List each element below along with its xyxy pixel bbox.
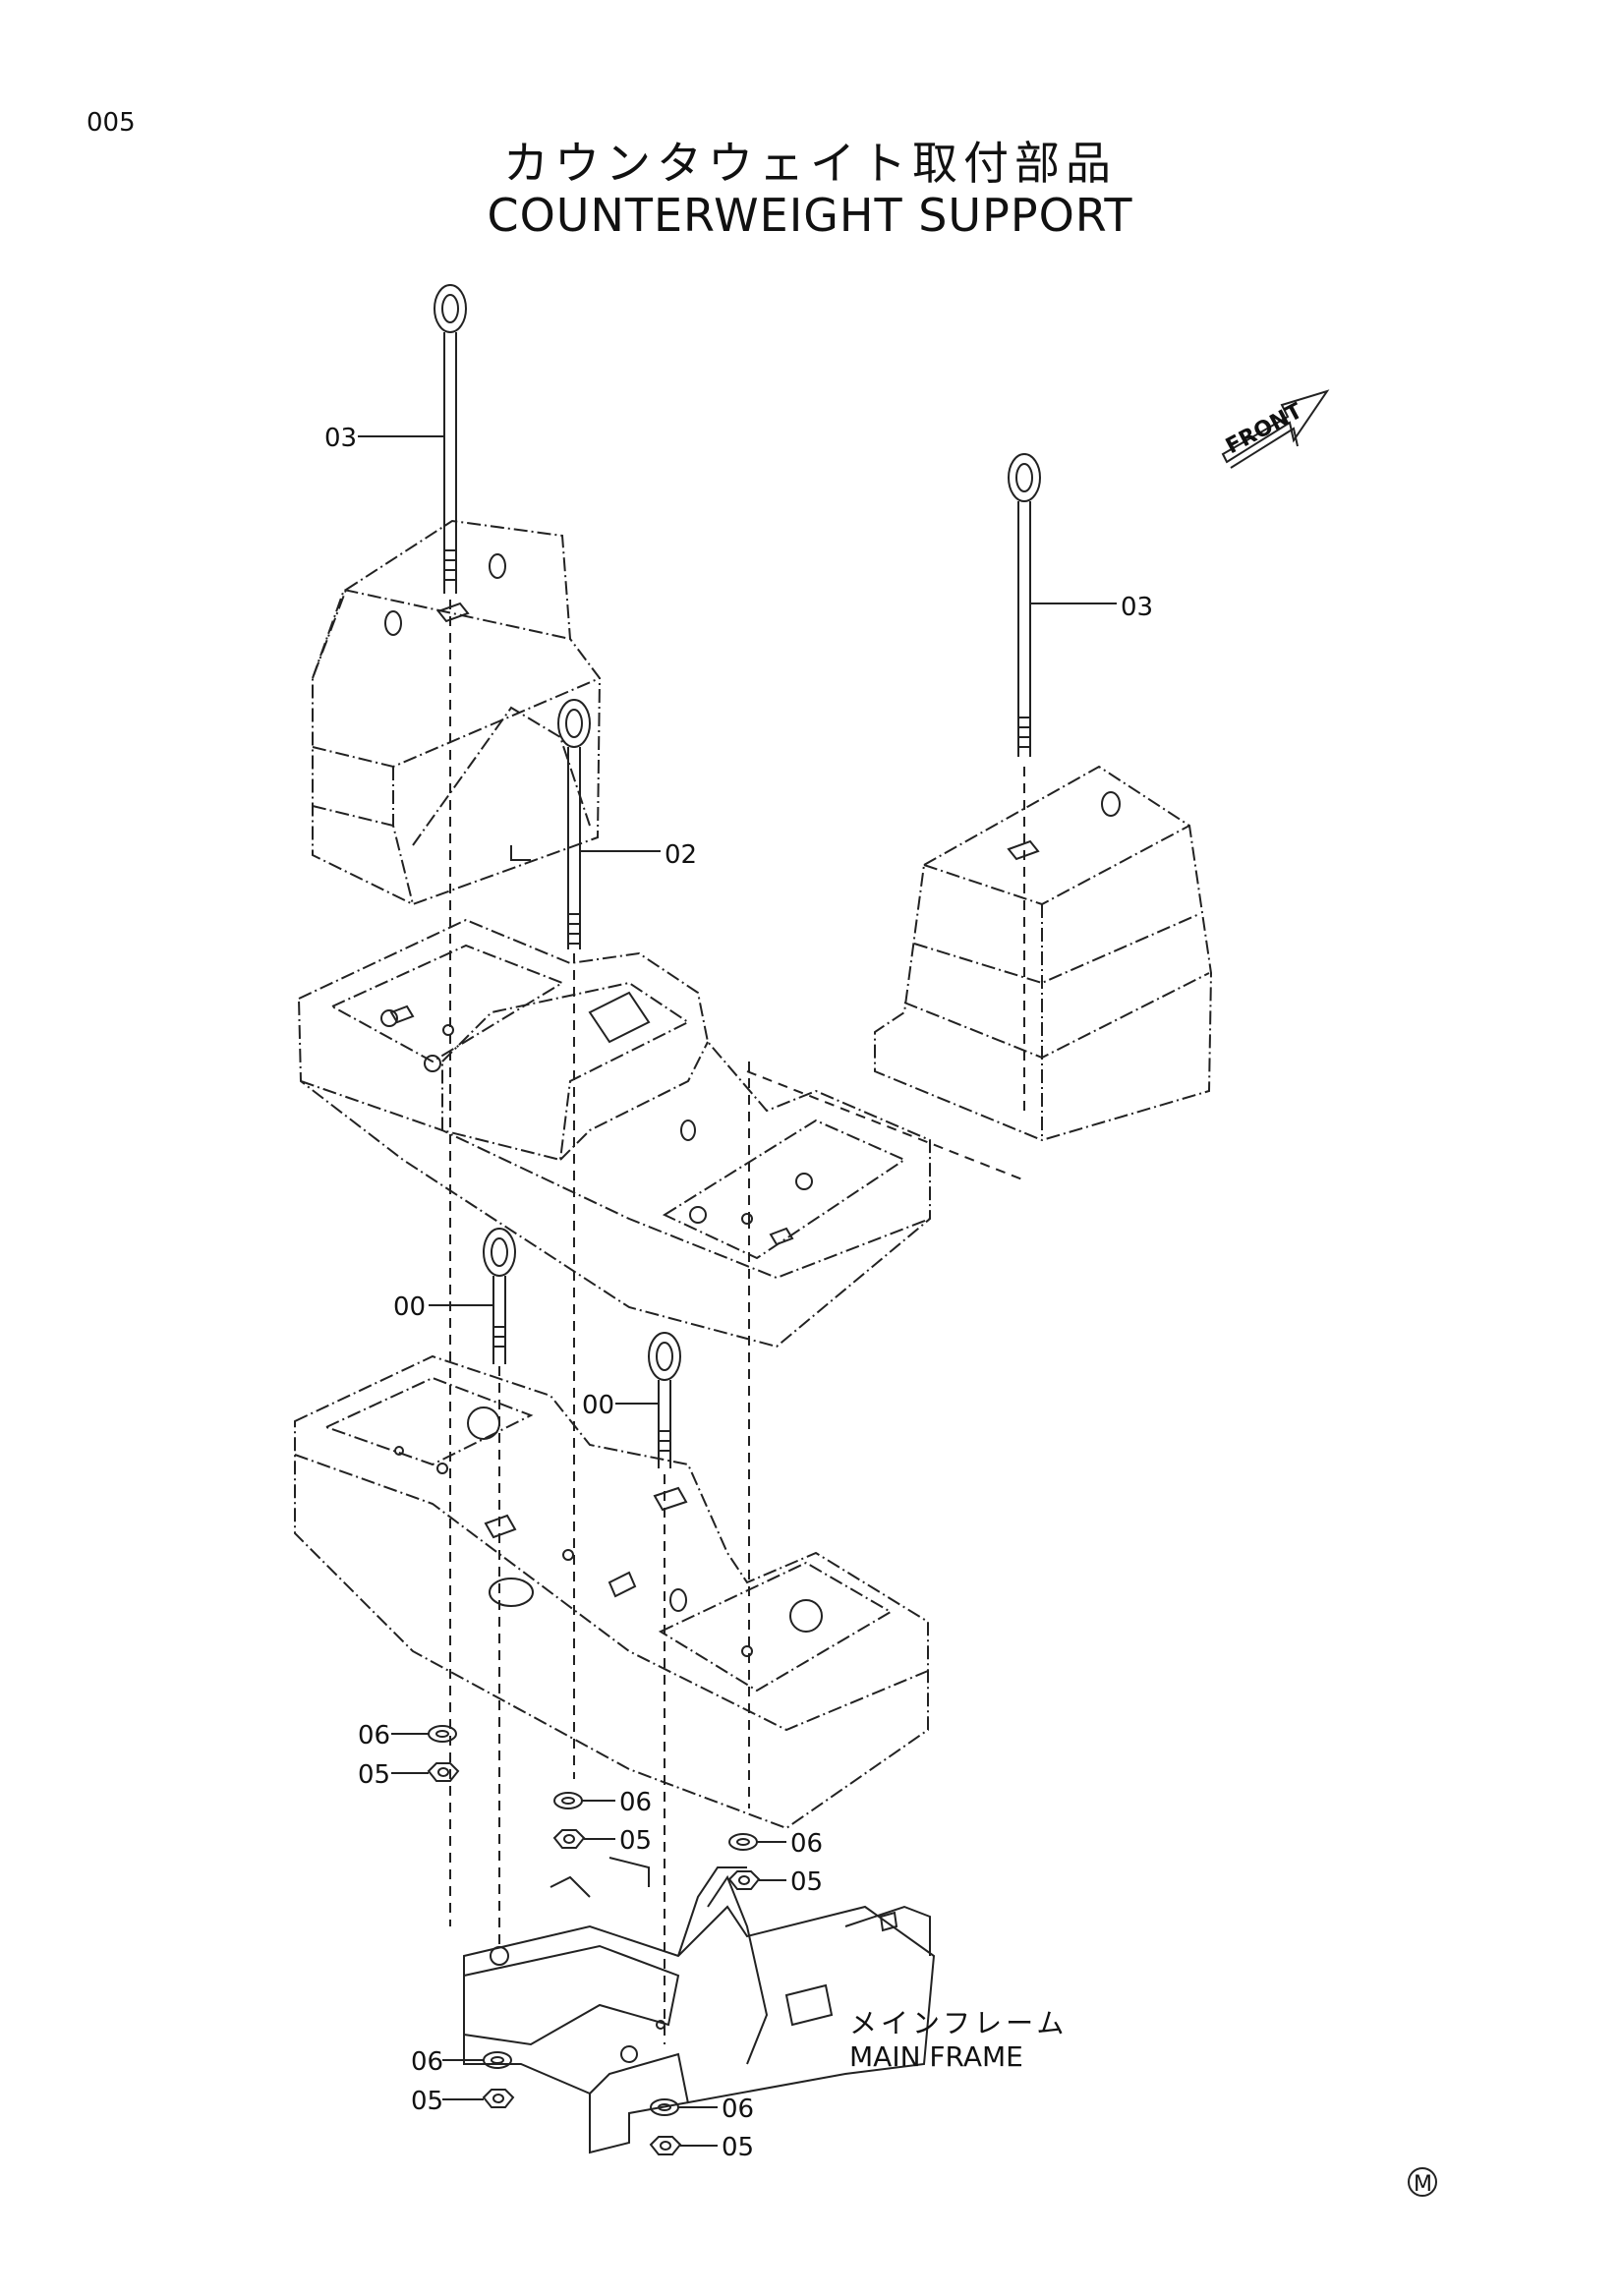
eye-bolt-left-03	[434, 284, 467, 594]
eye-bolt-right-03	[1008, 453, 1041, 757]
eye-bolt-lower-center-00	[648, 1332, 681, 1468]
nut-frame-left-05	[482, 2089, 515, 2108]
callout-label: 06	[722, 2095, 754, 2124]
assembly-center-lines	[449, 600, 1025, 2044]
upper-left-weight-block	[312, 519, 602, 906]
diagram-title-english: COUNTERWEIGHT SUPPORT	[487, 189, 1133, 242]
nut-left-05	[427, 1762, 460, 1782]
washer-center-06	[553, 1792, 583, 1809]
nut-frame-right-05	[649, 2136, 682, 2155]
callout-label: 05	[722, 2133, 754, 2162]
washer-left-06	[428, 1725, 457, 1743]
middle-weight-tier	[297, 918, 931, 1349]
eye-bolt-center-02	[557, 699, 591, 949]
nut-center-05	[552, 1829, 586, 1849]
callout-label: 06	[358, 1721, 390, 1751]
callout-label: 06	[619, 1788, 652, 1817]
callout-leader-lines	[358, 435, 1117, 2147]
right-weight-block	[874, 765, 1213, 1142]
callout-label: 03	[324, 424, 357, 453]
front-arrow: FRONT	[1221, 389, 1330, 469]
callout-label: 00	[582, 1391, 614, 1420]
callout-labels: 03 03 02 00 00 06 05 06 05 06 05 06 05 0…	[324, 424, 1153, 2162]
callout-label: 05	[411, 2087, 443, 2116]
main-frame-label-english: MAIN FRAME	[849, 2040, 1023, 2073]
washer-right-06	[728, 1833, 758, 1851]
callout-label: 05	[358, 1760, 390, 1790]
callout-label: 02	[665, 840, 697, 870]
callout-label: 05	[790, 1867, 823, 1897]
callout-label: 06	[790, 1829, 823, 1859]
main-frame-label-japanese: メインフレーム	[849, 2007, 1068, 2039]
callout-label: 00	[393, 1292, 426, 1322]
callout-label: 06	[411, 2047, 443, 2077]
main-frame	[463, 1857, 936, 2154]
callout-label: 03	[1121, 593, 1153, 622]
m-mark-letter: M	[1414, 2172, 1432, 2197]
page-number: 005	[87, 108, 136, 138]
washer-frame-left-06	[483, 2051, 512, 2069]
diagram-title-japanese: カウンタウェイト取付部品	[503, 137, 1117, 190]
nut-right-05	[727, 1870, 761, 1890]
m-mark: M	[1408, 2167, 1437, 2197]
lower-weight-tier	[294, 1354, 929, 1830]
callout-label: 05	[619, 1826, 652, 1856]
eye-bolt-lower-left-00	[483, 1228, 516, 1364]
